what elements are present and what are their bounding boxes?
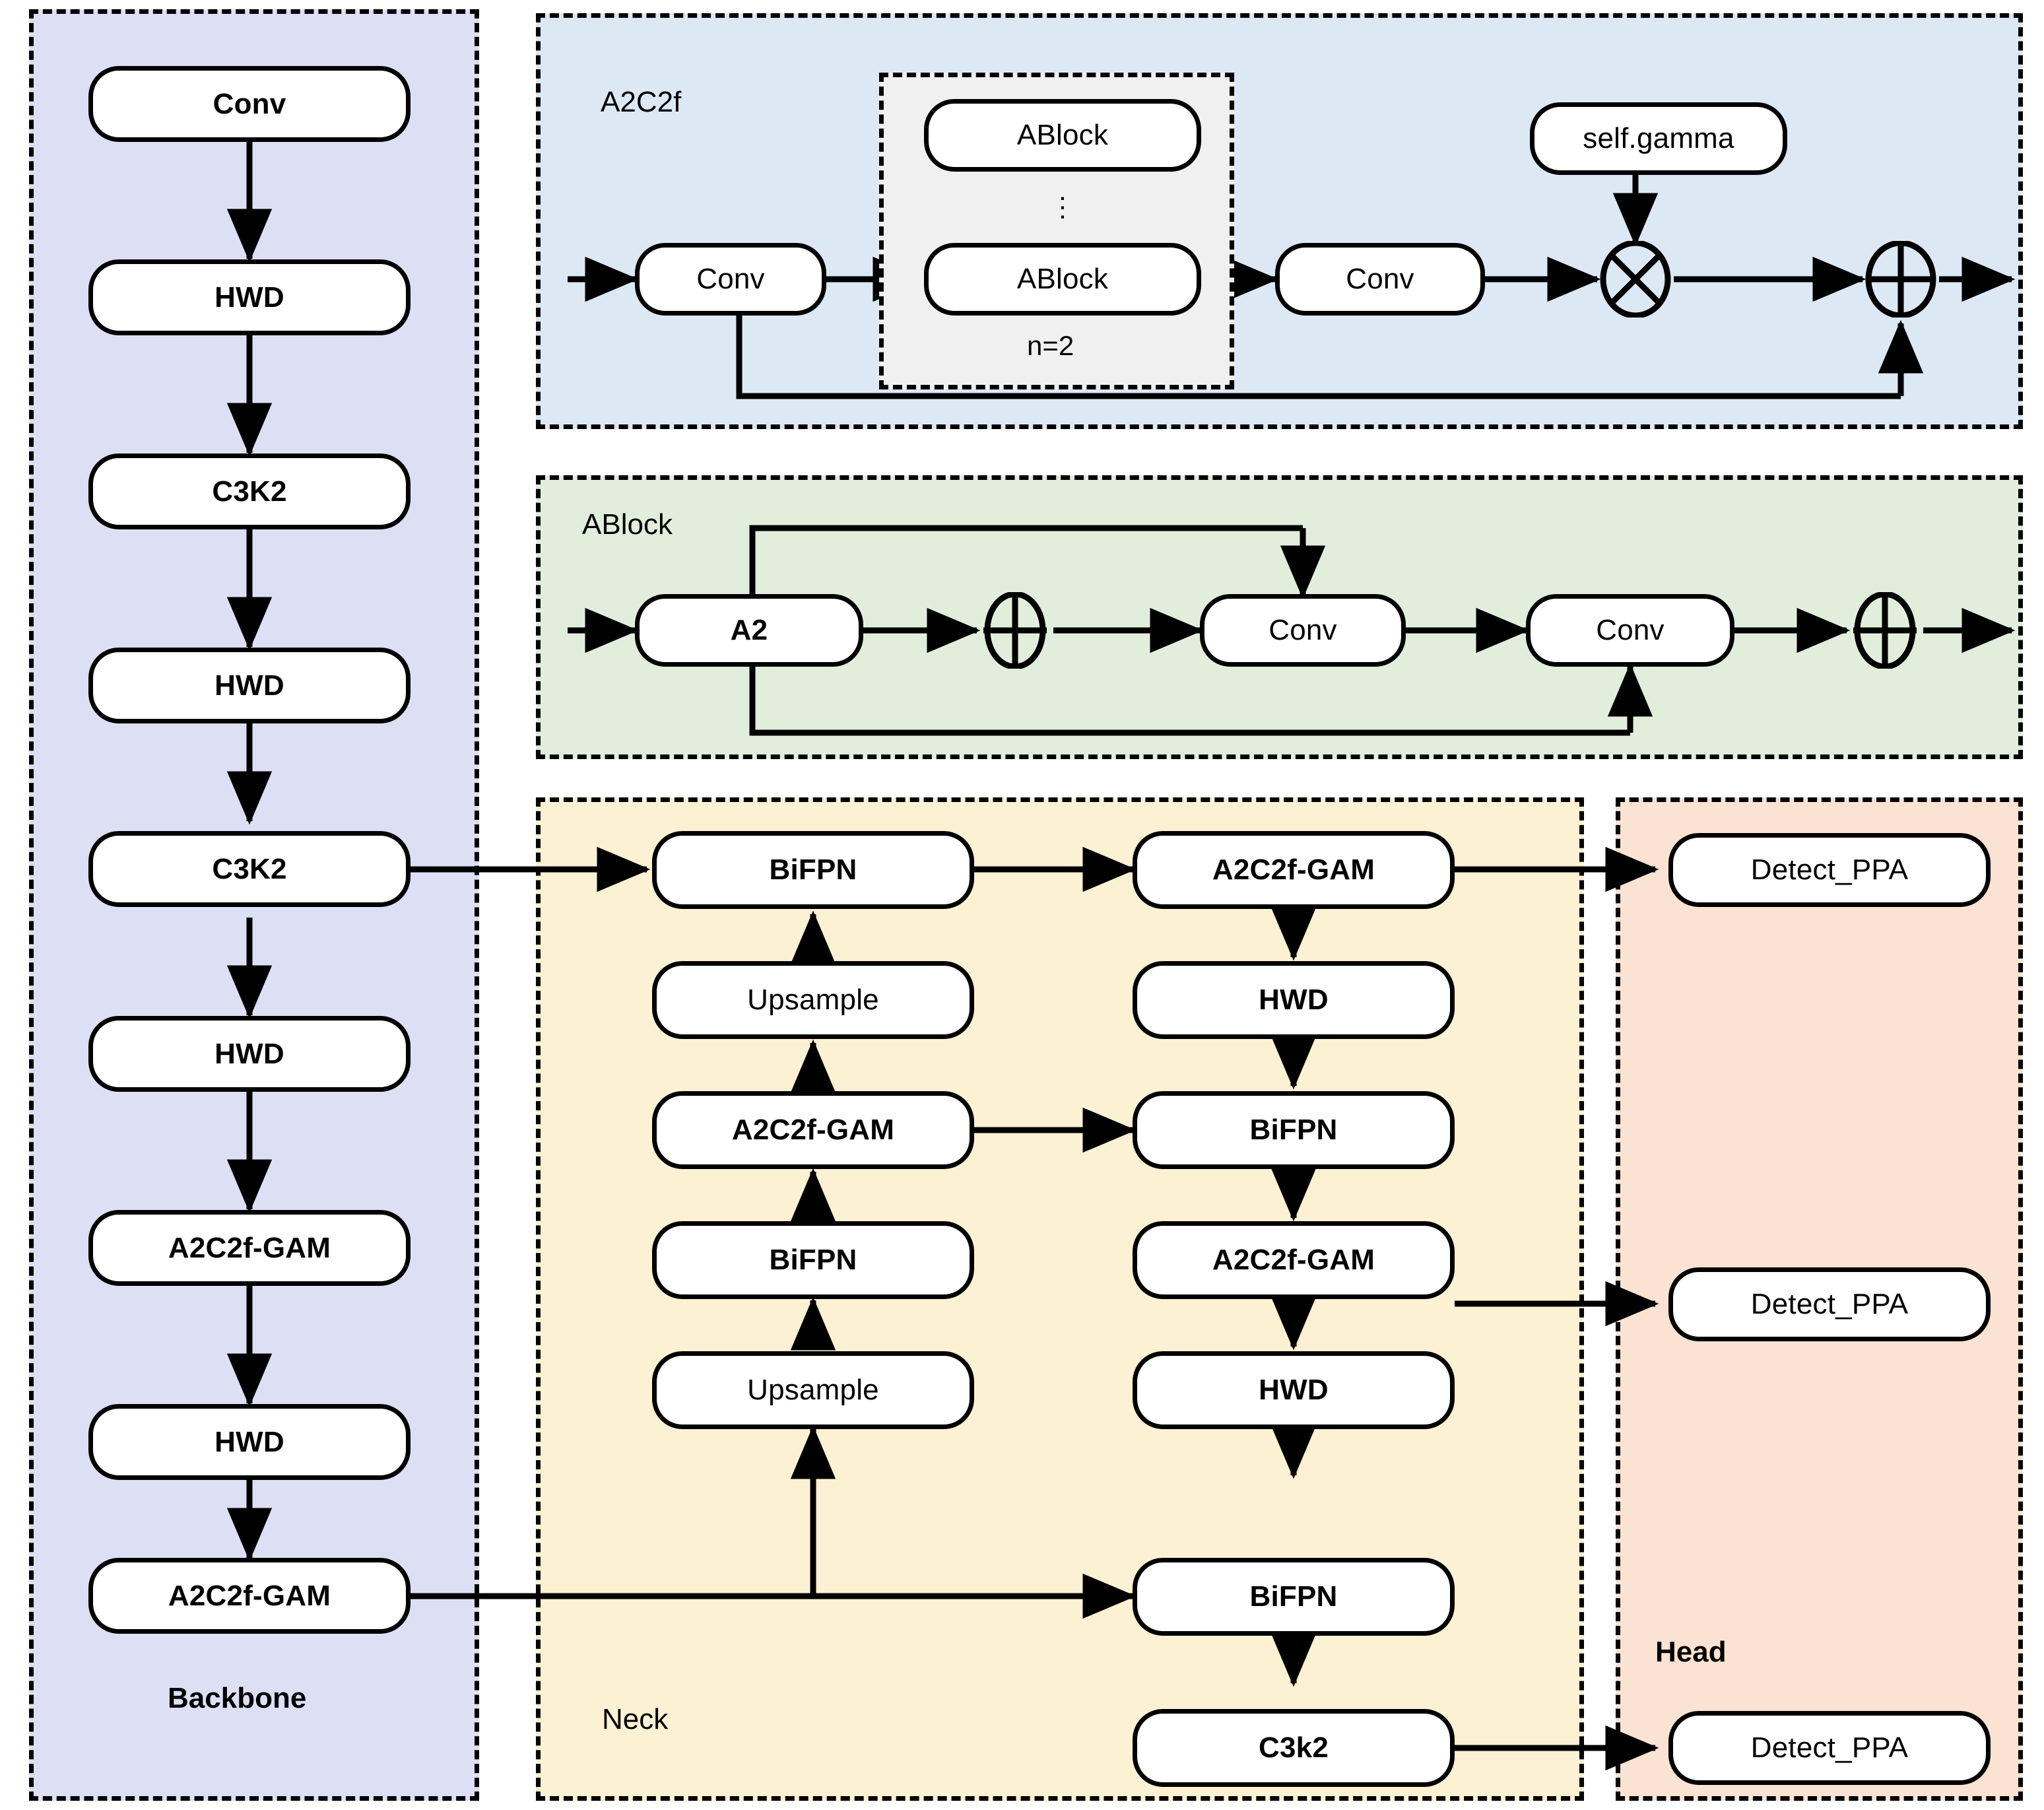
backbone-node-a2c2f-gam-2[interactable]: A2C2f-GAM	[88, 1558, 411, 1634]
head-node-detect-ppa-1[interactable]: Detect_PPA	[1668, 833, 1991, 907]
neck-node-c3k2[interactable]: C3k2	[1133, 1709, 1455, 1787]
backbone-node-c3k2-1[interactable]: C3K2	[88, 453, 411, 529]
neck-node-bifpn-4[interactable]: BiFPN	[1133, 1558, 1455, 1636]
neck-node-bifpn-1[interactable]: BiFPN	[652, 831, 974, 909]
ablock-node-conv-1[interactable]: Conv	[1200, 594, 1406, 667]
neck-node-bifpn-3[interactable]: BiFPN	[1133, 1091, 1455, 1169]
neck-node-upsample-2[interactable]: Upsample	[652, 1351, 974, 1429]
neck-node-hwd-2[interactable]: HWD	[1133, 1351, 1455, 1429]
panel-label-head: Head	[1655, 1636, 1727, 1668]
backbone-node-hwd-4[interactable]: HWD	[88, 1404, 411, 1480]
panel-ablock	[536, 475, 2023, 759]
panel-head	[1616, 797, 2023, 1801]
neck-node-a2c2f-gam-3[interactable]: A2C2f-GAM	[1133, 1221, 1455, 1299]
backbone-node-a2c2f-gam-1[interactable]: A2C2f-GAM	[88, 1210, 411, 1286]
neck-node-a2c2f-gam-2[interactable]: A2C2f-GAM	[1133, 831, 1455, 909]
panel-a2c2f	[536, 13, 2023, 429]
neck-node-upsample-1[interactable]: Upsample	[652, 961, 974, 1039]
backbone-node-hwd-3[interactable]: HWD	[88, 1016, 411, 1092]
a2c2f-conv-out[interactable]: Conv	[1275, 243, 1485, 316]
ablock-repeat-count: n=2	[1027, 330, 1074, 361]
ablock-ellipsis: ...	[1059, 175, 1067, 224]
panel-label-backbone: Backbone	[168, 1682, 307, 1714]
backbone-node-c3k2-2[interactable]: C3K2	[88, 831, 411, 907]
a2c2f-ablock-bottom[interactable]: ABlock	[924, 243, 1201, 316]
panel-label-ablock: ABlock	[582, 508, 673, 541]
panel-label-neck: Neck	[602, 1703, 669, 1735]
head-node-detect-ppa-3[interactable]: Detect_PPA	[1668, 1711, 1991, 1785]
ablock-node-a2[interactable]: A2	[635, 594, 863, 667]
backbone-node-hwd-2[interactable]: HWD	[88, 648, 411, 723]
ablock-add-icon-1	[983, 592, 1047, 669]
a2c2f-self-gamma[interactable]: self.gamma	[1530, 102, 1787, 175]
panel-backbone	[29, 9, 479, 1801]
panel-neck	[536, 797, 1584, 1801]
panel-label-a2c2f: A2C2f	[601, 86, 682, 118]
ablock-add-icon-2	[1853, 592, 1917, 669]
a2c2f-add-icon	[1865, 241, 1936, 318]
ablock-node-conv-2[interactable]: Conv	[1526, 594, 1734, 667]
backbone-node-hwd-1[interactable]: HWD	[88, 259, 411, 335]
neck-node-bifpn-2[interactable]: BiFPN	[652, 1221, 974, 1299]
a2c2f-conv-in[interactable]: Conv	[635, 243, 826, 316]
head-node-detect-ppa-2[interactable]: Detect_PPA	[1668, 1267, 1991, 1341]
backbone-node-conv[interactable]: Conv	[88, 66, 411, 142]
neck-node-a2c2f-gam-1[interactable]: A2C2f-GAM	[652, 1091, 974, 1169]
a2c2f-ablock-top[interactable]: ABlock	[924, 99, 1201, 172]
a2c2f-multiply-icon	[1600, 241, 1671, 318]
neck-node-hwd-1[interactable]: HWD	[1133, 961, 1455, 1039]
